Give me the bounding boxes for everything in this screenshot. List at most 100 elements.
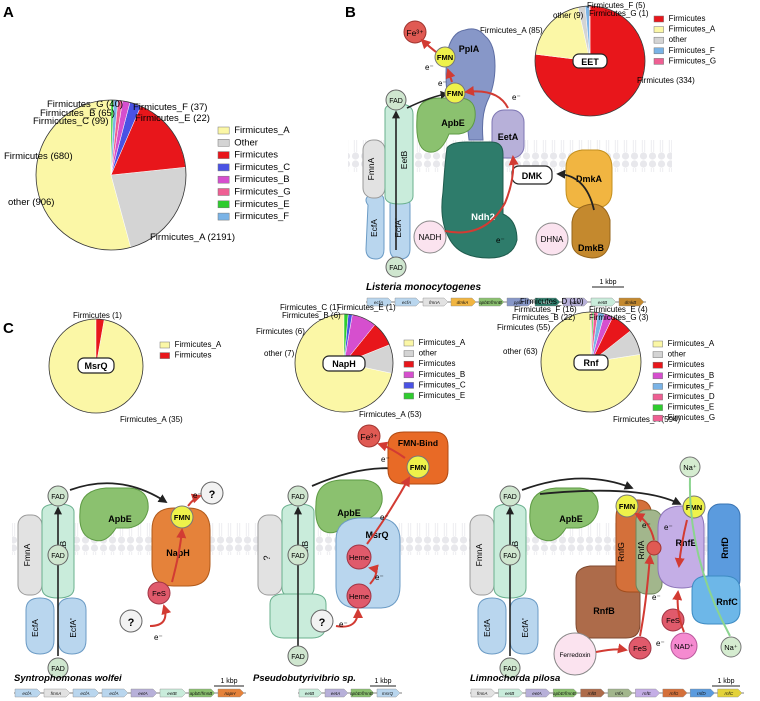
heme-label: Heme [349, 592, 369, 601]
slice-label: Firmicutes_E (22) [135, 113, 210, 124]
legend-swatch [652, 414, 663, 422]
slice-label: Firmicutes_A (85) [480, 26, 543, 35]
slice-label: Firmicutes_G (1) [589, 9, 649, 18]
legend-swatch [652, 372, 663, 380]
gene-label: ndh2 [541, 300, 552, 305]
legend-swatch [652, 340, 663, 348]
question-circle [119, 609, 143, 633]
legend-swatch [653, 26, 664, 33]
rnfc-protein [691, 575, 741, 625]
ferredoxin-label: Ferredoxin [559, 652, 590, 659]
fe3-circle [357, 424, 381, 448]
gene-label: rnfA [615, 691, 623, 696]
electron-label: e⁻ [652, 593, 661, 602]
fad-label: FAD [291, 494, 305, 501]
ecfa2-protein [57, 597, 87, 655]
gene-arrow [43, 688, 71, 698]
legend-label: Firmicutes [175, 351, 212, 360]
fad-label: FAD [389, 265, 403, 272]
panel-label-a: A [3, 4, 14, 21]
legend-swatch [652, 361, 663, 369]
legend-label: Firmicutes_E [668, 403, 715, 412]
slice-label: Firmicutes_A (594) [613, 415, 680, 424]
legend-label: Firmicutes_E [419, 391, 466, 400]
fad-circle [287, 485, 309, 507]
gene-arrow [498, 688, 524, 698]
legend-swatch [217, 188, 230, 196]
gene-label: msrQ [382, 691, 394, 696]
nadh-label: NADH [419, 233, 442, 242]
dmkb-protein [571, 203, 611, 259]
fmnbind-label: FMN-Bind [398, 438, 438, 448]
legend-label: Firmicutes [669, 14, 706, 23]
legend-swatch [403, 392, 414, 400]
gene-label: eetA [331, 691, 340, 696]
legend-label: Firmicutes_C [419, 380, 466, 389]
gene-arrow [217, 688, 245, 698]
heme-label: Heme [349, 553, 369, 562]
pie-center-label: EET [581, 57, 599, 67]
fmna-label: FmnA [22, 543, 32, 566]
ecfa-label: EcfA [482, 619, 492, 637]
gene-arrow [506, 297, 533, 307]
ecfa2-label: EcfA' [393, 218, 403, 238]
gene-label: eetB [505, 691, 514, 696]
slice-label: Firmicutes_C (1) [280, 303, 339, 312]
electron-label: e⁻ [193, 491, 202, 500]
fes-label: FeS [152, 589, 166, 598]
fad-circle [499, 544, 521, 566]
gene-label: apbE/fmnB [190, 691, 213, 696]
legend-label: Firmicutes_G [234, 187, 290, 198]
fmn-label: FMN [619, 502, 635, 511]
gene-label: ecfA [374, 300, 383, 305]
fad-label: FAD [503, 494, 517, 501]
species-name: Limnochorda pilosa [470, 673, 560, 684]
legend-label: Firmicutes [419, 359, 456, 368]
legend-swatch [217, 200, 230, 209]
fes-circle [147, 581, 171, 605]
legend-label: Firmicutes_E [234, 199, 289, 210]
fes-label: FeS [666, 616, 680, 625]
legend-swatch [403, 350, 414, 357]
slice-label: Firmicutes_B (6) [282, 311, 341, 320]
fmna-label: FmnA [474, 543, 484, 566]
nad-circle [670, 632, 698, 660]
fmn-label: FMN [437, 53, 453, 62]
apbe-protein [416, 97, 476, 153]
gene-label: eetA [570, 300, 579, 305]
legend-label: Firmicutes_G [669, 56, 717, 65]
slice-label: Firmicutes_A (2191) [150, 232, 235, 243]
ppla-label: PplA [459, 44, 480, 54]
legend-swatch [217, 163, 230, 172]
slice-label: Firmicutes (680) [4, 151, 73, 162]
species-name: Pseudobutyrivibrio sp. [253, 673, 356, 684]
fad-circle [47, 485, 69, 507]
legend-swatch [403, 360, 414, 368]
legend-swatch [217, 175, 230, 184]
species-name: Listeria monocytogenes [366, 282, 481, 293]
legend-label: Other [234, 137, 258, 148]
pie-center-box [573, 354, 609, 371]
pie-chart-naph: NapH Firmicutes_A (53) other (7) Firmicu… [256, 303, 466, 419]
electron-label: e⁻ [438, 79, 447, 88]
legend-swatch [652, 383, 663, 390]
legend-swatch [159, 352, 170, 359]
fes-label: FeS [633, 644, 647, 653]
electron-label: e⁻ [425, 63, 434, 72]
gene-arrow [478, 297, 505, 307]
gene-arrow [690, 688, 715, 698]
pie-outline [48, 318, 144, 414]
legend-swatch [403, 339, 414, 347]
gene-label: eetB [305, 691, 314, 696]
gene-arrow [618, 297, 645, 307]
fad-label: FAD [51, 494, 65, 501]
fad-label: FAD [51, 553, 65, 560]
apbe-label: ApbE [108, 514, 132, 524]
legend-swatch [653, 15, 664, 23]
legend-label: Firmicutes_C [234, 162, 290, 173]
gene-label: ecfA [402, 300, 411, 305]
ecfa-protein [477, 597, 507, 655]
legend-swatch [159, 341, 170, 349]
na-label: Na⁺ [724, 643, 738, 652]
